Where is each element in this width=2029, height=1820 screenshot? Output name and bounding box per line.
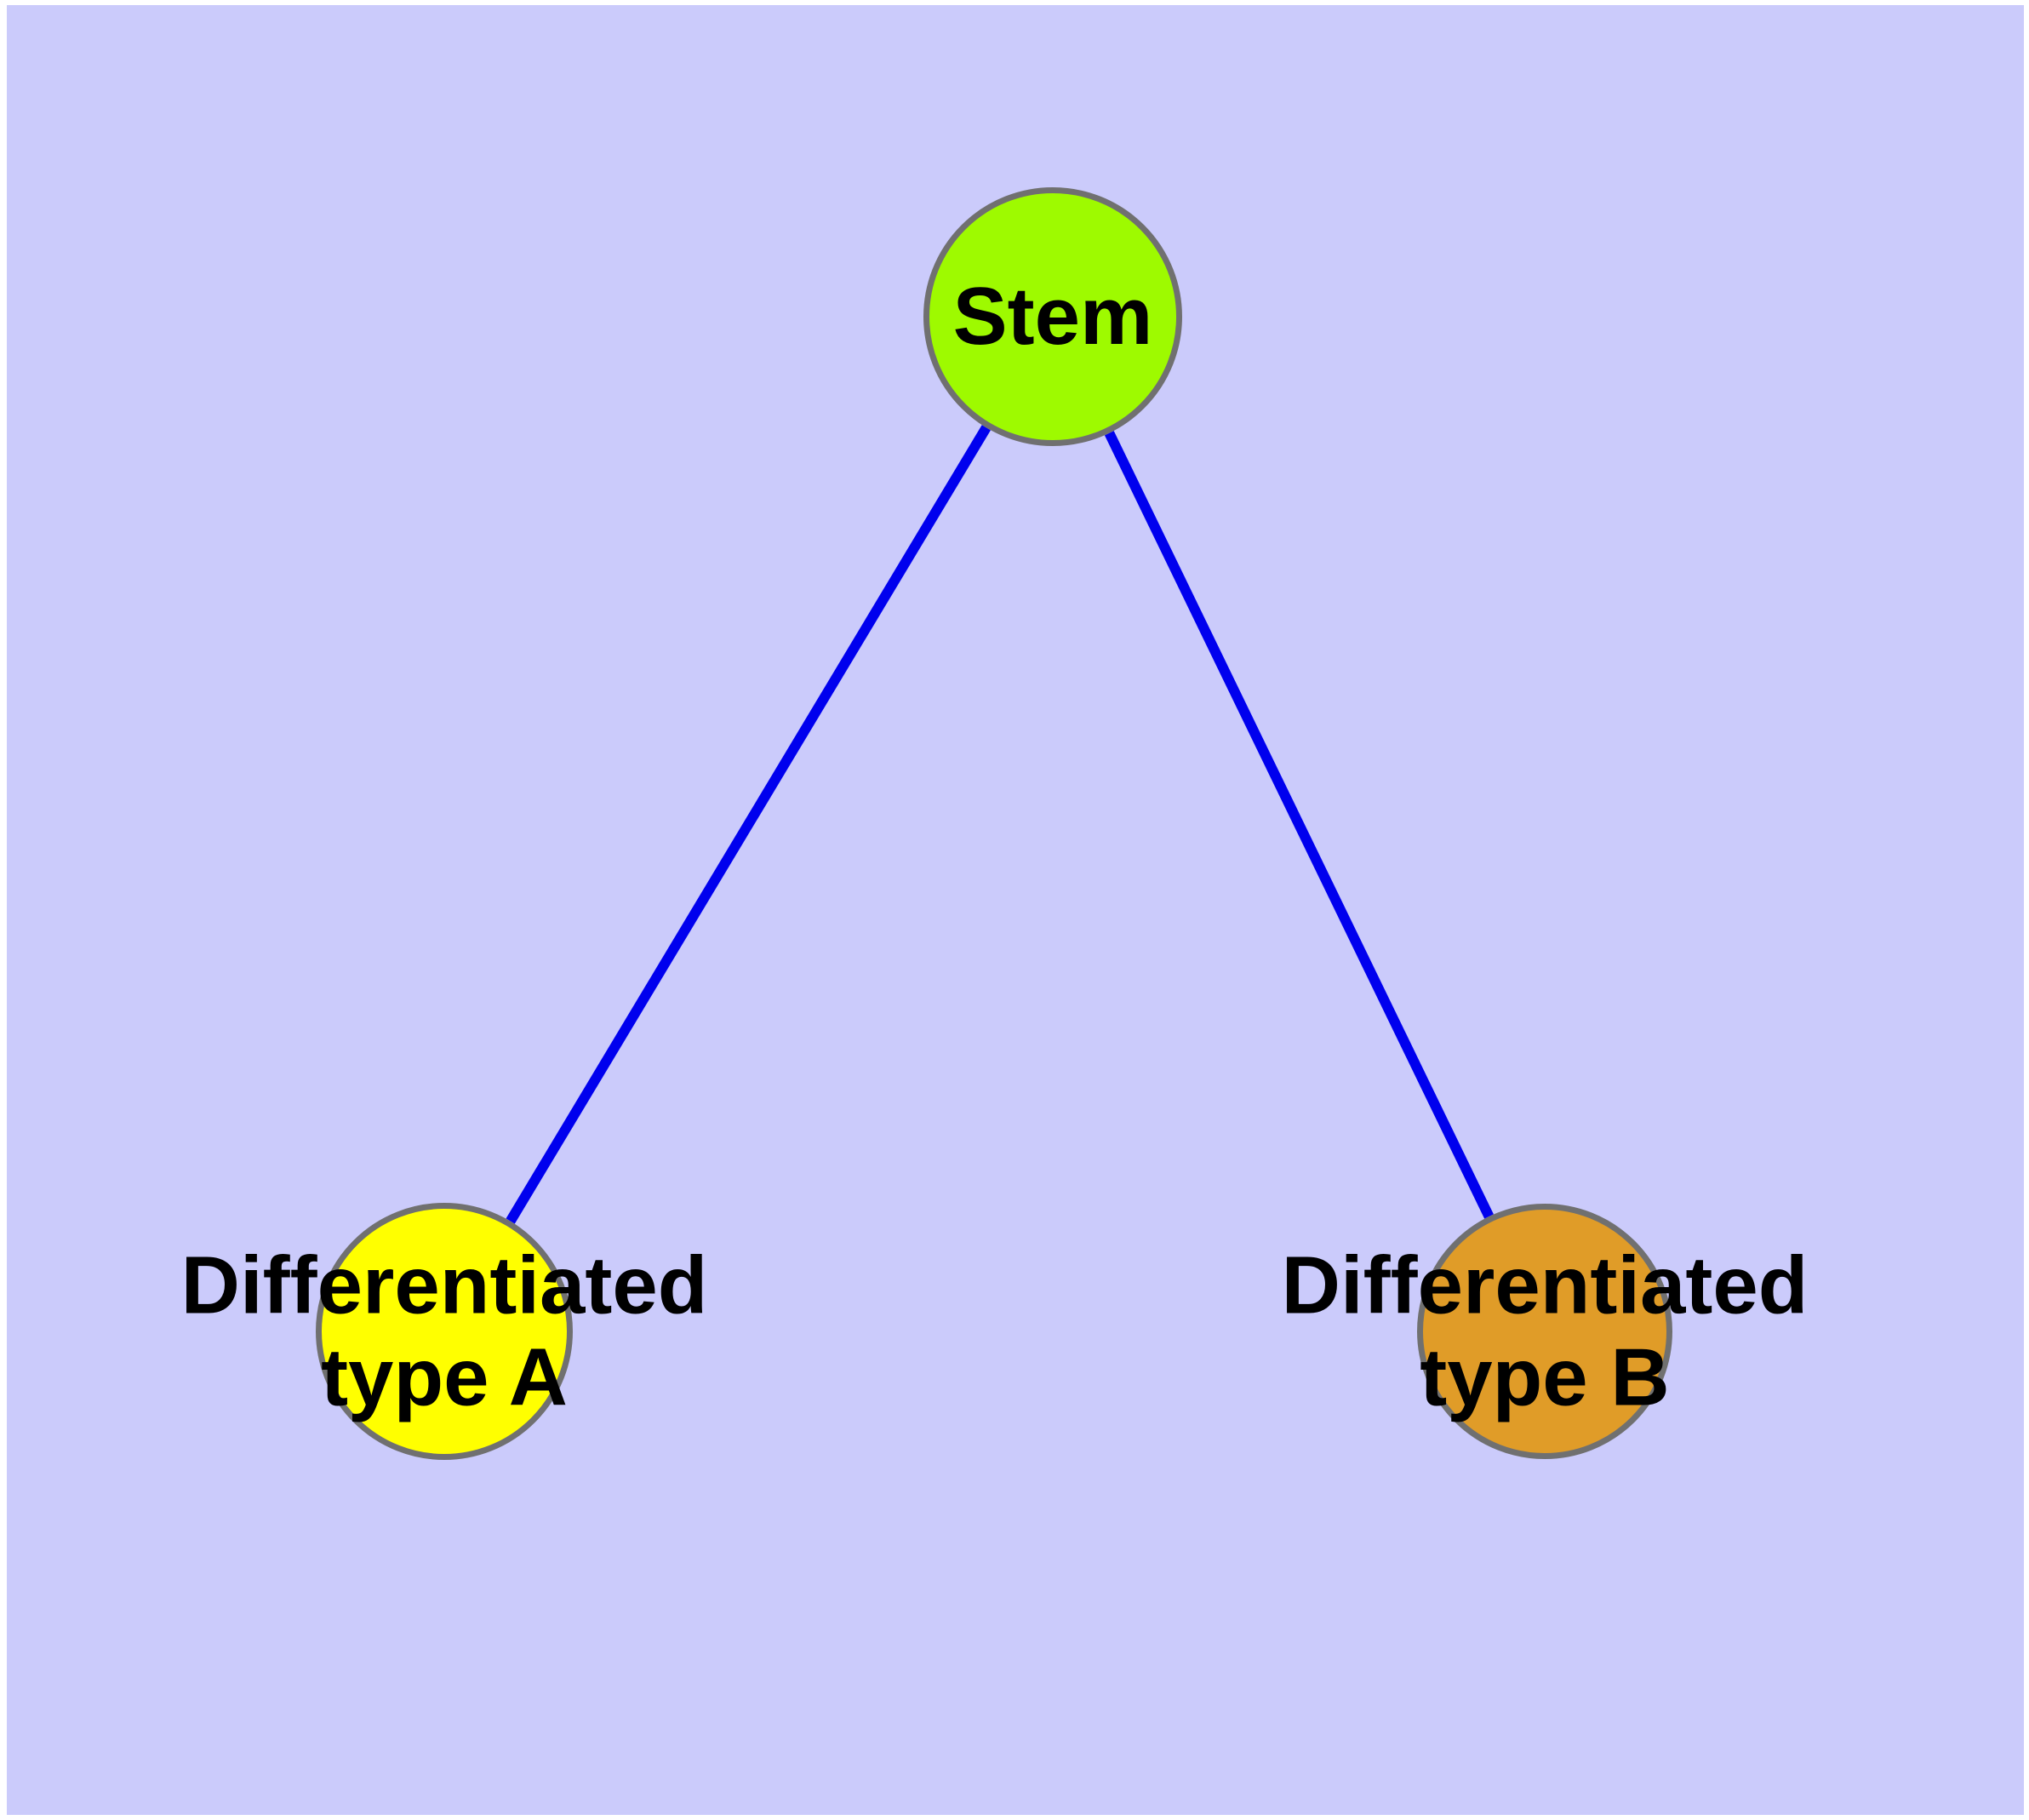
edge-stem-to-differentiated-b[interactable]: [1104, 431, 1494, 1219]
node-differentiated-type-b[interactable]: [1417, 1204, 1672, 1459]
node-differentiated-type-a[interactable]: [316, 1203, 573, 1460]
node-stem[interactable]: [923, 187, 1182, 446]
edge-stem-to-differentiated-a[interactable]: [506, 425, 991, 1224]
edge-layer: [506, 425, 1494, 1224]
